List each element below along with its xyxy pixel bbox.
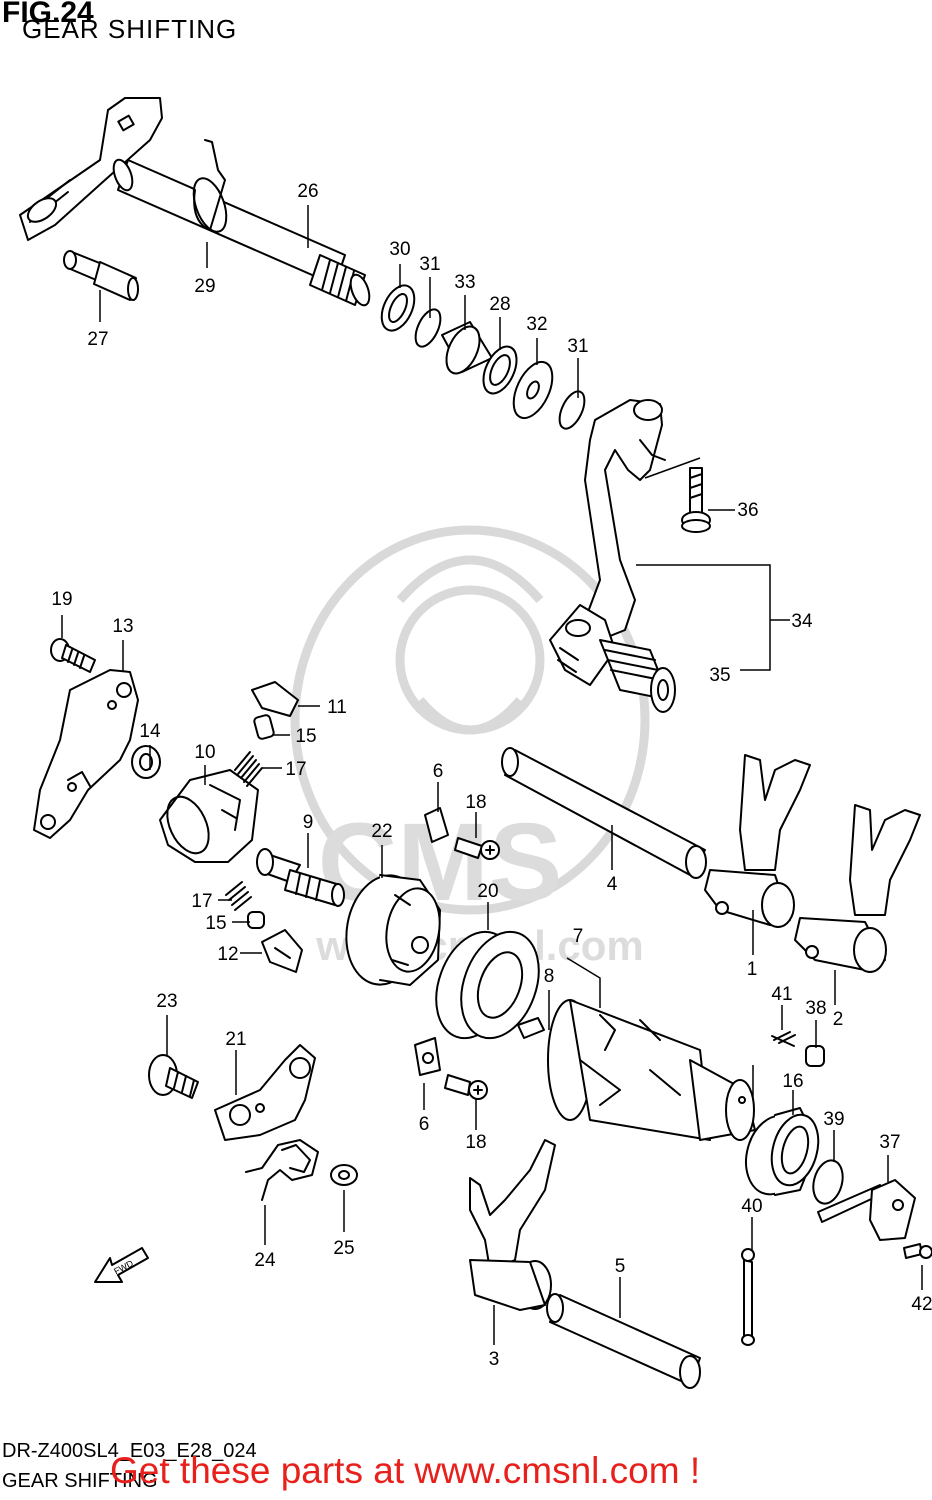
callout-4: 4 bbox=[607, 874, 618, 895]
callout-39: 39 bbox=[823, 1109, 844, 1130]
callout-10: 10 bbox=[194, 742, 215, 763]
spring-17-lower bbox=[225, 881, 252, 911]
gearshift-fork-3 bbox=[469, 1139, 556, 1311]
pin-15-upper bbox=[253, 714, 275, 740]
callout-42: 42 bbox=[911, 1294, 932, 1315]
shift-cam-stopper-plate-13 bbox=[33, 669, 139, 839]
callout-18-lower: 18 bbox=[465, 1132, 486, 1153]
callout-32: 32 bbox=[526, 314, 547, 335]
callout-21: 21 bbox=[225, 1029, 246, 1050]
washer-6-lower bbox=[414, 1037, 441, 1076]
o-ring-39 bbox=[812, 1159, 844, 1205]
callout-7: 7 bbox=[573, 926, 584, 947]
callout-2: 2 bbox=[833, 1009, 844, 1030]
cam-stopper-21 bbox=[214, 1044, 316, 1141]
callout-1: 1 bbox=[747, 959, 758, 980]
callout-34: 34 bbox=[791, 611, 813, 632]
bolt-23 bbox=[148, 1054, 199, 1099]
callout-18-upper: 18 bbox=[465, 792, 486, 813]
callout-22: 22 bbox=[371, 821, 392, 842]
callout-26: 26 bbox=[297, 181, 318, 202]
cam-plate-bolt-18-upper bbox=[424, 807, 500, 860]
callout-13: 13 bbox=[112, 616, 133, 637]
callout-24: 24 bbox=[254, 1250, 276, 1271]
screw-41 bbox=[771, 1031, 796, 1047]
footer-title: GEAR SHIFTING bbox=[2, 1470, 158, 1492]
callout-40: 40 bbox=[741, 1196, 762, 1217]
callout-37: 37 bbox=[879, 1132, 900, 1153]
diagram-code: DR-Z400SL4_E03_E28_024 bbox=[2, 1440, 257, 1462]
bolt-19 bbox=[50, 638, 96, 673]
pawl-lifter-11 bbox=[251, 681, 299, 717]
figure-title: GEAR SHIFTING bbox=[22, 14, 238, 44]
gearshift-shaft-26 bbox=[19, 97, 371, 307]
shift-fork-shaft-5 bbox=[546, 1293, 701, 1389]
callout-35: 35 bbox=[709, 665, 730, 686]
callout-30: 30 bbox=[389, 239, 410, 260]
pin-8 bbox=[517, 1017, 545, 1039]
callout-5: 5 bbox=[615, 1256, 626, 1277]
lever-bolt-36 bbox=[681, 467, 711, 533]
fwd-arrow: FWD bbox=[94, 1247, 149, 1283]
callout-14: 14 bbox=[139, 721, 161, 742]
callout-15-upper: 15 bbox=[295, 726, 316, 747]
callout-17-lower: 17 bbox=[191, 891, 212, 912]
callout-36: 36 bbox=[737, 500, 758, 521]
callout-28: 28 bbox=[489, 294, 510, 315]
promo-link[interactable]: Get these parts at www.cmsnl.com ! bbox=[110, 1450, 701, 1491]
callout-9: 9 bbox=[303, 812, 314, 833]
callout-17-upper: 17 bbox=[285, 759, 306, 780]
callout-23: 23 bbox=[156, 991, 177, 1012]
callout-31-lower: 31 bbox=[567, 336, 588, 357]
gearshift-lever-34 bbox=[549, 399, 666, 686]
cms-watermark: CMS www.cmsnl.com bbox=[290, 525, 650, 969]
callout-31-upper: 31 bbox=[419, 254, 440, 275]
callout-11: 11 bbox=[327, 697, 347, 718]
callout-16: 16 bbox=[782, 1071, 803, 1092]
callout-15-lower: 15 bbox=[205, 913, 226, 934]
callout-41: 41 bbox=[771, 984, 792, 1005]
gearshift-fork-1 bbox=[704, 754, 811, 928]
spring-17-upper bbox=[234, 751, 263, 787]
bolt-18-lower bbox=[444, 1074, 488, 1100]
wire-guide-37 bbox=[817, 1179, 916, 1241]
callout-29: 29 bbox=[194, 276, 215, 297]
callout-12: 12 bbox=[217, 944, 238, 965]
leader-lines bbox=[61, 205, 923, 1345]
return-spring-29 bbox=[192, 139, 228, 233]
pin-15-lower bbox=[247, 911, 265, 929]
bearing-16 bbox=[745, 1107, 820, 1196]
spring-24 bbox=[245, 1139, 319, 1201]
callout-20: 20 bbox=[477, 881, 498, 902]
gear-shift-cam-driven-gear-22 bbox=[345, 874, 441, 986]
bearing-20 bbox=[435, 930, 540, 1040]
callout-3: 3 bbox=[489, 1349, 500, 1370]
washer-25 bbox=[330, 1164, 358, 1186]
pin-38 bbox=[805, 1045, 825, 1067]
callout-27: 27 bbox=[87, 329, 108, 350]
callout-6-lower: 6 bbox=[419, 1114, 430, 1135]
shift-fork-shaft-4 bbox=[501, 747, 707, 879]
callout-38: 38 bbox=[805, 998, 826, 1019]
gear-shift-cam-7 bbox=[547, 999, 756, 1141]
callout-labels: 1 2 3 4 5 6 6 7 8 9 10 11 12 13 14 15 15… bbox=[51, 181, 932, 1370]
gear-shift-pawl-9 bbox=[256, 848, 345, 907]
gearshift-arm-10 bbox=[159, 769, 259, 863]
shaft-washers bbox=[380, 284, 586, 430]
figure-number: FIG.24 bbox=[2, 0, 94, 29]
screw-42 bbox=[903, 1243, 932, 1259]
gearshift-fork-2 bbox=[794, 804, 921, 973]
footrest-peg-35 bbox=[599, 639, 676, 713]
callout-19: 19 bbox=[51, 589, 72, 610]
callout-8: 8 bbox=[544, 966, 555, 987]
callout-33: 33 bbox=[454, 272, 475, 293]
callout-25: 25 bbox=[333, 1238, 354, 1259]
pawl-12 bbox=[261, 929, 303, 973]
washer-14 bbox=[131, 745, 161, 779]
stopper-pin-27 bbox=[63, 250, 139, 301]
callout-6-upper: 6 bbox=[433, 761, 444, 782]
neutral-switch-lead-40 bbox=[741, 1248, 755, 1346]
